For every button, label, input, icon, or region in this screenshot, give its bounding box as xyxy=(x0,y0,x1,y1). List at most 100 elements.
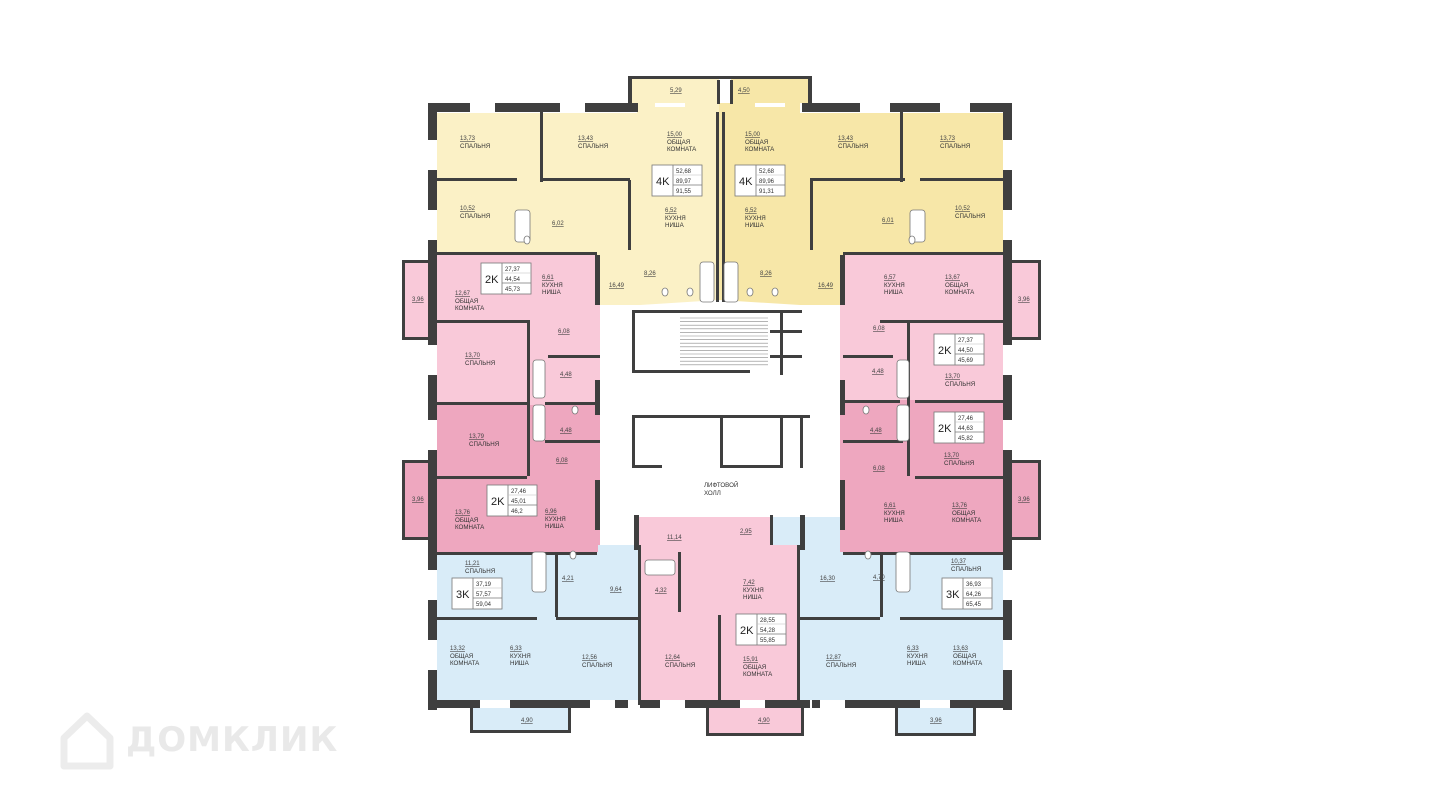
apartment-type: 3K xyxy=(946,589,960,601)
window xyxy=(820,700,845,708)
hall-label-line2: ХОЛЛ xyxy=(704,490,721,497)
wall-segment xyxy=(428,103,638,112)
wall-segment xyxy=(840,255,845,305)
wall-segment xyxy=(840,480,845,530)
window xyxy=(660,700,685,708)
wall-segment xyxy=(640,700,810,708)
room-labels: 13,73СПАЛЬНЯ13,43СПАЛЬНЯ15,00ОБЩАЯКОМНАТ… xyxy=(412,88,1030,724)
room-fill xyxy=(731,78,810,103)
room-area: 11,14 xyxy=(667,535,682,541)
wall-segment xyxy=(706,708,709,736)
wall-segment xyxy=(632,415,635,465)
room-area: 8,26 xyxy=(760,271,772,277)
wall-segment xyxy=(780,418,783,468)
room-name: СПАЛЬНЯ xyxy=(945,381,975,388)
window xyxy=(940,103,970,112)
room-area: 6,61 xyxy=(884,503,896,509)
room-name: ОБЩАЯ xyxy=(952,510,975,517)
badge-box xyxy=(651,164,703,197)
window xyxy=(1003,210,1012,240)
room-fill xyxy=(1003,262,1040,338)
wall-segment xyxy=(1003,537,1041,540)
window xyxy=(655,103,685,107)
room-area: 15,00 xyxy=(745,132,761,138)
room-name: СПАЛЬНЯ xyxy=(582,662,612,669)
room-name: СПАЛЬНЯ xyxy=(955,213,985,220)
bathtub-icon xyxy=(644,559,676,576)
wall-segment xyxy=(810,180,813,250)
room-name: СПАЛЬНЯ xyxy=(460,213,490,220)
room-area: 6,08 xyxy=(556,458,568,464)
bathtub-icon xyxy=(699,261,715,303)
wall-segment xyxy=(915,476,1003,479)
room-area: 6,08 xyxy=(873,466,885,472)
apartment-area: 28,55 xyxy=(760,618,776,624)
room-area: 16,30 xyxy=(820,576,836,582)
wall-segment xyxy=(801,708,804,736)
wall-segment xyxy=(800,418,803,468)
hall-label-line1: ЛИФТОВОЙ xyxy=(704,481,738,489)
room-area: 13,76 xyxy=(455,510,471,516)
wall-segment xyxy=(843,355,893,358)
apartment-type: 2K xyxy=(485,274,499,286)
room-area: 5,29 xyxy=(670,88,682,94)
apartment-type: 2K xyxy=(938,345,952,357)
window xyxy=(428,140,437,170)
wall-segment xyxy=(548,355,600,358)
wall-segment xyxy=(718,615,721,705)
room-area: 13,43 xyxy=(838,136,854,142)
badge-box xyxy=(451,577,503,610)
room-name: ОБЩАЯ xyxy=(450,653,473,660)
room-area: 13,70 xyxy=(945,374,961,380)
wall-segment xyxy=(632,310,635,370)
bathtub-icon xyxy=(532,359,546,399)
wall-segment xyxy=(632,370,750,373)
badge-box xyxy=(735,613,787,646)
room-name: КОМНАТА xyxy=(743,671,773,678)
room-area: 6,52 xyxy=(745,208,757,214)
wall-segment xyxy=(810,178,905,181)
toilet-icon xyxy=(908,235,916,245)
wall-segment xyxy=(716,112,719,302)
apartment-type: 2K xyxy=(740,625,754,637)
apartment-area: 27,37 xyxy=(958,338,974,344)
badge-box xyxy=(933,411,985,444)
room-name: КОМНАТА xyxy=(953,660,983,667)
window xyxy=(560,103,585,112)
room-area: 6,96 xyxy=(545,509,557,515)
window xyxy=(1003,140,1012,170)
badge-box xyxy=(941,577,993,610)
window xyxy=(428,640,437,670)
wall-segment xyxy=(527,402,530,476)
wall-segment xyxy=(780,310,783,375)
room-name: ОБЩАЯ xyxy=(455,517,478,524)
toilet-icon xyxy=(569,550,577,560)
wall-segment xyxy=(706,733,804,736)
wall-segment xyxy=(437,552,597,555)
wall-segment xyxy=(638,545,641,705)
wall-segment xyxy=(722,112,725,302)
wall-segment xyxy=(770,330,802,333)
wall-segment xyxy=(717,80,720,104)
toilet-icon xyxy=(523,235,531,245)
room-area: 15,91 xyxy=(743,657,759,663)
wall-segment xyxy=(1003,103,1012,710)
wall-segment xyxy=(973,708,976,736)
room-area: 16,49 xyxy=(609,283,625,289)
toilet-icon xyxy=(571,405,579,415)
room-area: 4,48 xyxy=(872,369,884,375)
wall-segment xyxy=(730,80,733,104)
room-area: 4,32 xyxy=(655,588,667,594)
room-name: СПАЛЬНЯ xyxy=(826,662,856,669)
apartment-area: 45,82 xyxy=(958,436,974,442)
wall-segment xyxy=(402,460,437,463)
room-area: 13,76 xyxy=(952,503,968,509)
room-name: НИША xyxy=(884,517,904,524)
wall-segment xyxy=(900,112,903,182)
room-name: КОМНАТА xyxy=(450,660,480,667)
room-area: 6,61 xyxy=(542,275,554,281)
